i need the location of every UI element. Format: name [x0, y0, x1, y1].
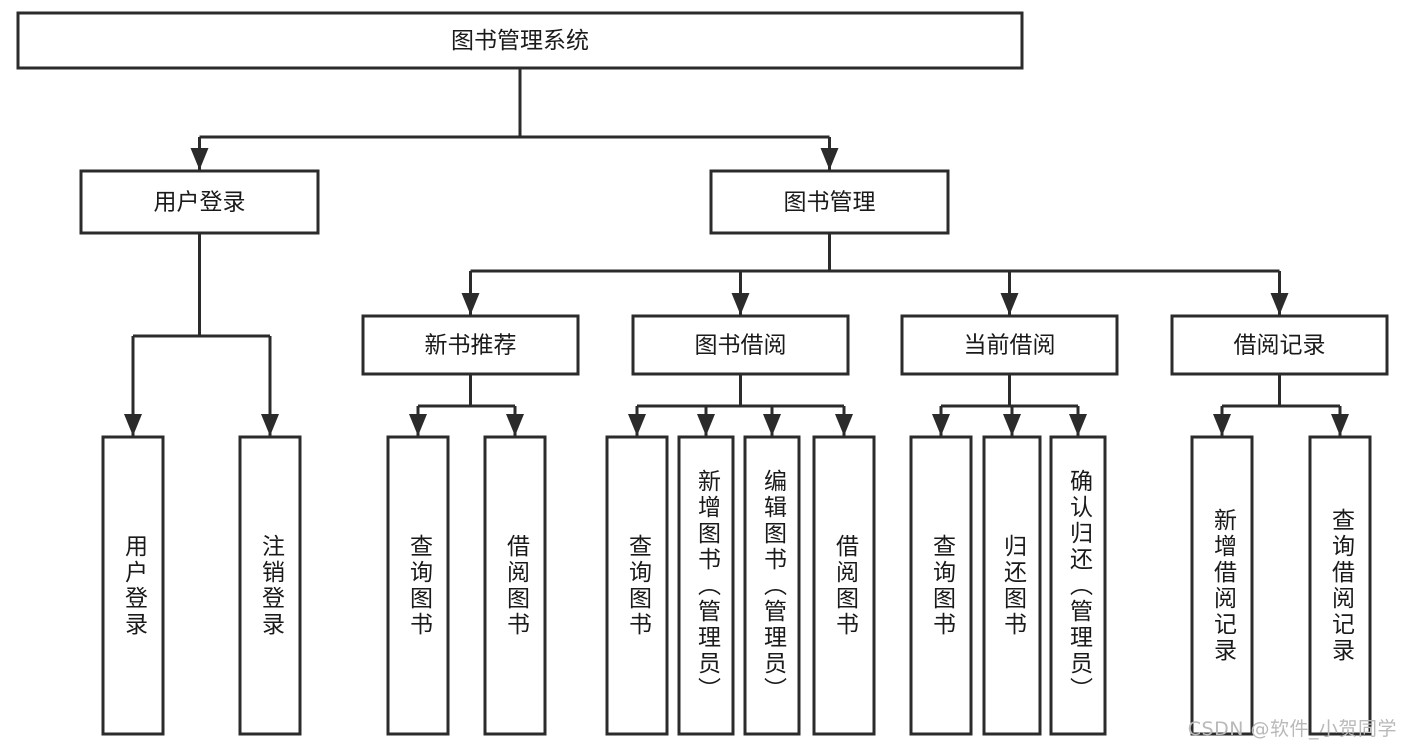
node-label-new-book-recommend: 新书推荐: [425, 333, 517, 359]
arrowhead-book-management: [820, 148, 839, 170]
node-box-leaf-query-book-borrow[interactable]: [605, 435, 669, 736]
node-box-borrow-record[interactable]: [1170, 314, 1389, 376]
arrowhead-user-login: [190, 148, 209, 170]
node-box-leaf-borrow-book[interactable]: [812, 435, 876, 736]
node-label-book-borrow: 图书借阅: [695, 333, 787, 359]
node-box-leaf-confirm-return-admin[interactable]: [1049, 435, 1107, 736]
node-box-book-management[interactable]: [709, 169, 950, 235]
node-label-root: 图书管理系统: [451, 28, 589, 54]
arrowhead-leaf-user-login: [124, 414, 142, 436]
node-box-current-borrow[interactable]: [900, 314, 1119, 376]
node-box-leaf-return-book[interactable]: [982, 435, 1042, 736]
arrowhead-leaf-borrow-book: [835, 414, 853, 436]
node-label-user-login: 用户登录: [154, 190, 246, 216]
node-label-borrow-record: 借阅记录: [1234, 333, 1326, 359]
node-box-leaf-query-book-current[interactable]: [909, 435, 973, 736]
arrowhead-new-book-recommend: [461, 293, 480, 315]
node-box-leaf-logout-login[interactable]: [238, 435, 302, 736]
arrowhead-leaf-query-book-recommend: [409, 414, 427, 436]
node-box-leaf-query-book-recommend[interactable]: [386, 435, 450, 736]
node-box-new-book-recommend[interactable]: [361, 314, 580, 376]
arrowhead-leaf-query-book-borrow: [628, 414, 646, 436]
node-label-book-management: 图书管理: [784, 190, 876, 216]
node-box-leaf-user-login[interactable]: [101, 435, 165, 736]
arrowhead-leaf-query-book-current: [932, 414, 950, 436]
node-box-root[interactable]: [16, 11, 1024, 70]
node-box-book-borrow[interactable]: [631, 314, 850, 376]
arrowhead-leaf-logout-login: [261, 414, 279, 436]
node-box-leaf-borrow-book-recommend[interactable]: [483, 435, 547, 736]
node-box-leaf-add-book-admin[interactable]: [677, 435, 735, 736]
arrowhead-leaf-add-book-admin: [697, 414, 715, 436]
arrowhead-borrow-record: [1270, 293, 1289, 315]
node-label-current-borrow: 当前借阅: [964, 333, 1056, 359]
node-box-user-login[interactable]: [79, 169, 320, 235]
node-box-leaf-edit-book-admin[interactable]: [743, 435, 801, 736]
arrowhead-book-borrow: [731, 293, 750, 315]
arrowhead-leaf-borrow-book-recommend: [506, 414, 524, 436]
node-boxes: [16, 11, 1389, 736]
node-box-leaf-query-borrow-record[interactable]: [1308, 435, 1372, 736]
arrowhead-leaf-add-borrow-record: [1213, 414, 1231, 436]
csdn-watermark: CSDN @软件_小贺同学: [1187, 718, 1397, 740]
node-box-leaf-add-borrow-record[interactable]: [1190, 435, 1254, 736]
arrowhead-leaf-confirm-return-admin: [1069, 414, 1087, 436]
connector-lines: [124, 68, 1349, 436]
arrowhead-leaf-edit-book-admin: [763, 414, 781, 436]
arrowhead-current-borrow: [1000, 293, 1019, 315]
arrowhead-leaf-query-borrow-record: [1331, 414, 1349, 436]
arrowhead-leaf-return-book: [1003, 414, 1021, 436]
